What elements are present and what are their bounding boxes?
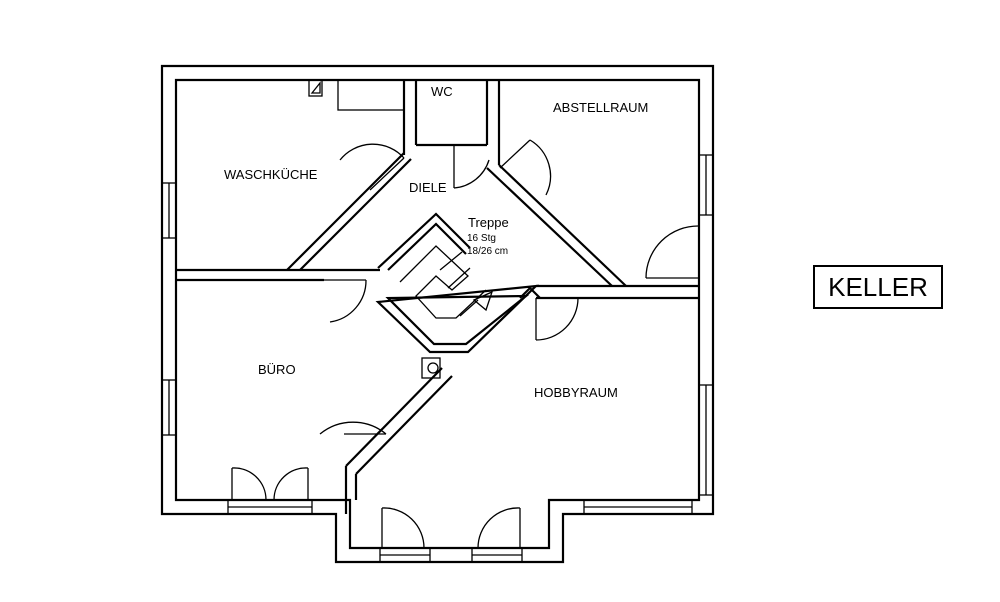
fixtures (308, 79, 441, 379)
doors (231, 139, 700, 549)
stair-steps-label: 16 Stg (467, 233, 496, 244)
outer-walls (160, 64, 715, 564)
room-label-buero: BÜRO (258, 362, 296, 377)
room-label-abstellraum: ABSTELLRAUM (553, 100, 648, 115)
floor-title: KELLER (813, 265, 943, 309)
room-label-diele: DIELE (409, 180, 447, 195)
stair-core (375, 212, 541, 354)
windows (161, 154, 714, 563)
room-label-waschkueche: WASCHKÜCHE (224, 167, 318, 182)
stair-label: Treppe (468, 215, 509, 230)
room-label-hobbyraum: HOBBYRAUM (534, 385, 618, 400)
room-label-wc: WC (431, 84, 453, 99)
stair-dimension-label: 18/26 cm (467, 246, 508, 257)
